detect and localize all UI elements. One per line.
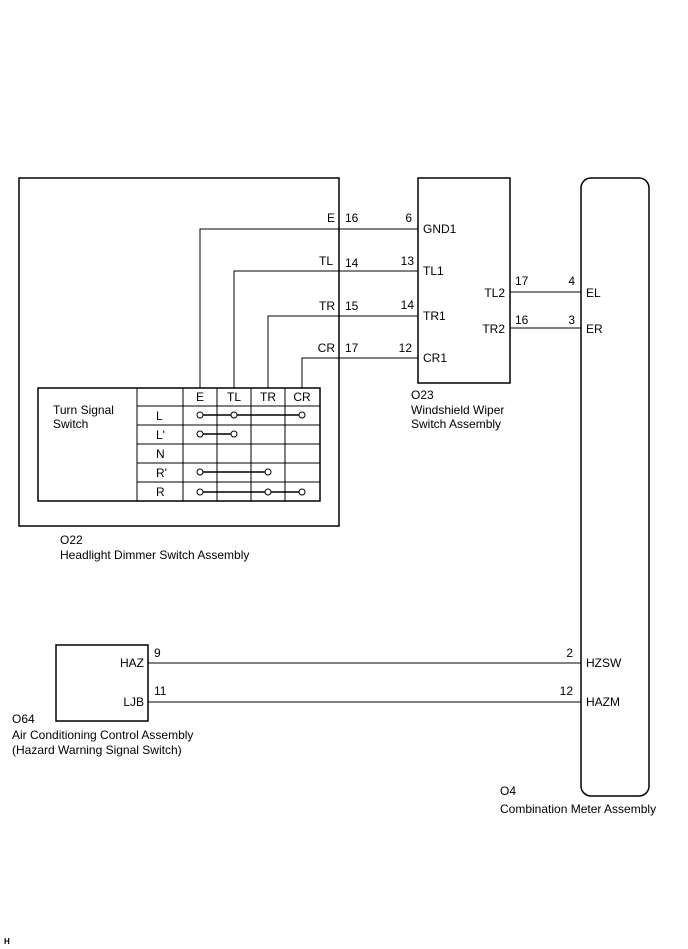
o22-box [18,177,340,527]
o4-term-label: HZSW [586,656,622,670]
o23-term-label: CR1 [423,351,447,365]
o23-pin: 6 [405,211,412,225]
o23-term-label: TR2 [482,322,505,336]
o23-term-label: TL1 [423,264,444,278]
o22-term-label: CR [318,341,336,355]
o22-pin: 17 [345,341,359,355]
table-row-label: L [156,409,163,423]
o22-pin: 15 [345,299,359,313]
o4-pin: 3 [568,313,575,327]
o4-term-label: HAZM [586,695,620,709]
o64-code: O64 [12,712,35,726]
wire-e-gnd1 [199,228,418,388]
o23-pin: 16 [515,313,529,327]
o4-name: Combination Meter Assembly [500,802,656,816]
o4-term-label: ER [586,322,603,336]
wire-cr-cr1 [301,357,418,388]
o64-name: (Hazard Warning Signal Switch) [12,743,182,757]
o4-pin: 2 [566,646,573,660]
table-row-label: N [156,447,165,461]
table-column-header: E [196,390,204,404]
o23-box [417,177,511,384]
o22-term-label: TR [319,299,335,313]
o22-pin: 16 [345,211,359,225]
o23-name: Switch Assembly [411,417,501,431]
o22-name: Headlight Dimmer Switch Assembly [60,548,249,562]
o4-pin: 12 [560,684,574,698]
o64-box [55,644,149,722]
table-column-header: CR [293,390,311,404]
turn-signal-title: Turn Signal [53,403,114,417]
o4-pin: 4 [568,274,575,288]
o23-pin: 14 [401,298,415,312]
o22-pin: 14 [345,256,359,270]
o4-term-label: EL [586,286,601,300]
table-row-label: L' [156,428,165,442]
turn-signal-title: Switch [53,417,88,431]
table-column-header: TL [227,390,241,404]
o64-term-label: LJB [123,695,144,709]
o23-pin: 12 [399,341,413,355]
o64-name: Air Conditioning Control Assembly [12,728,193,742]
table-row-label: R [156,485,165,499]
o22-term-label: TL [319,254,333,268]
o23-name: Windshield Wiper [411,403,504,417]
o23-code: O23 [411,388,434,402]
footer-mark: H [4,937,10,946]
o23-term-label: TR1 [423,309,446,323]
o23-pin: 17 [515,274,529,288]
o4-box [580,177,650,797]
o23-term-label: GND1 [423,222,457,236]
o64-pin: 9 [154,646,161,660]
o64-term-label: HAZ [120,656,144,670]
o64-pin: 11 [154,684,167,698]
wire-tr-tr1 [267,315,418,388]
table-row-label: R' [156,466,167,480]
o23-pin: 13 [401,254,415,268]
o22-code: O22 [60,533,83,547]
table-column-header: TR [260,390,276,404]
o22-term-label: E [327,211,335,225]
o4-code: O4 [500,784,516,798]
o23-term-label: TL2 [484,286,505,300]
wire-tl-tl1 [233,270,418,388]
